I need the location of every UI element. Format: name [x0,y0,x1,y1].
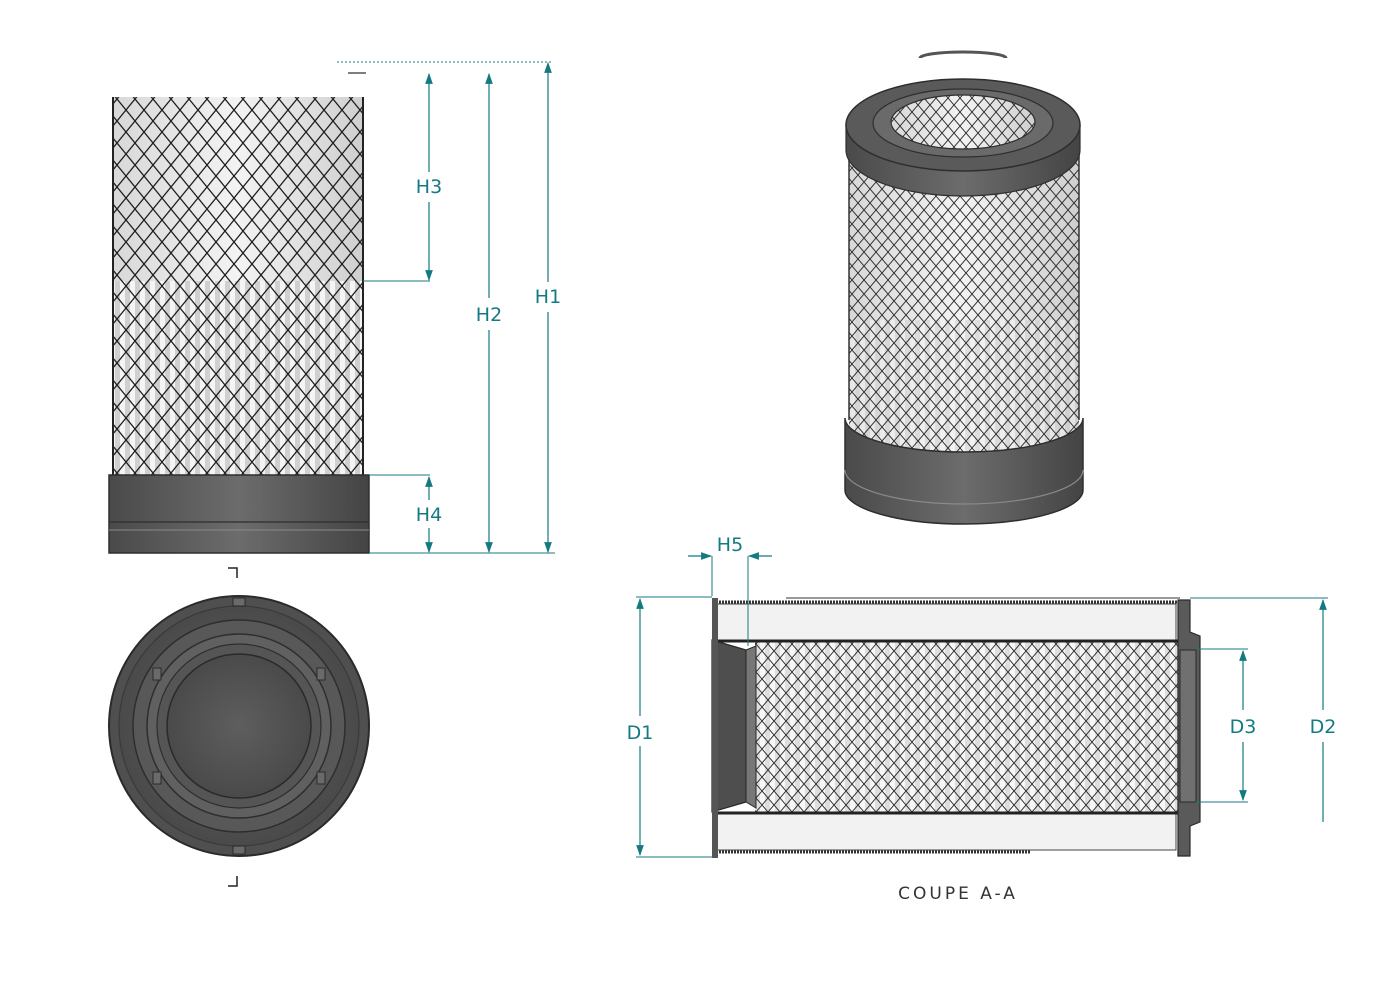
label-d1: D1 [627,722,654,744]
bottom-end-cap [108,474,370,554]
side-elevation-view [108,72,370,554]
label-h5: H5 [717,534,743,556]
section-marker-bottom [228,876,238,887]
label-h2: H2 [476,304,502,326]
isometric-view [844,50,1084,525]
iso-bottom-cap [844,417,1084,525]
label-d3: D3 [1230,716,1257,738]
section-marker-top [228,567,238,578]
label-d2: D2 [1310,716,1337,738]
label-h3: H3 [416,176,442,198]
center-disc [166,653,312,799]
side-view-extension-lines [337,61,555,554]
dimension-d1: D1 [627,597,654,857]
dimension-h1: H1 [535,61,561,554]
section-title: COUPE A-A [898,884,1018,904]
notch-top [232,597,246,607]
section-extension-lines [636,556,1328,858]
section-mesh [755,642,1180,812]
dimension-h3: H3 [416,72,442,282]
top-view [108,567,370,887]
mesh-upper [113,97,363,281]
label-h1: H1 [535,286,561,308]
notch-bottom [232,845,246,855]
dimension-h4: H4 [416,475,442,554]
dimension-h5: H5 [688,534,772,560]
label-h4: H4 [416,504,442,526]
dimension-d2: D2 [1310,598,1337,822]
dimension-d3: D3 [1230,649,1257,802]
dimension-h2: H2 [476,72,502,554]
mesh-lower [113,281,363,475]
cross-section-view [711,597,1201,858]
